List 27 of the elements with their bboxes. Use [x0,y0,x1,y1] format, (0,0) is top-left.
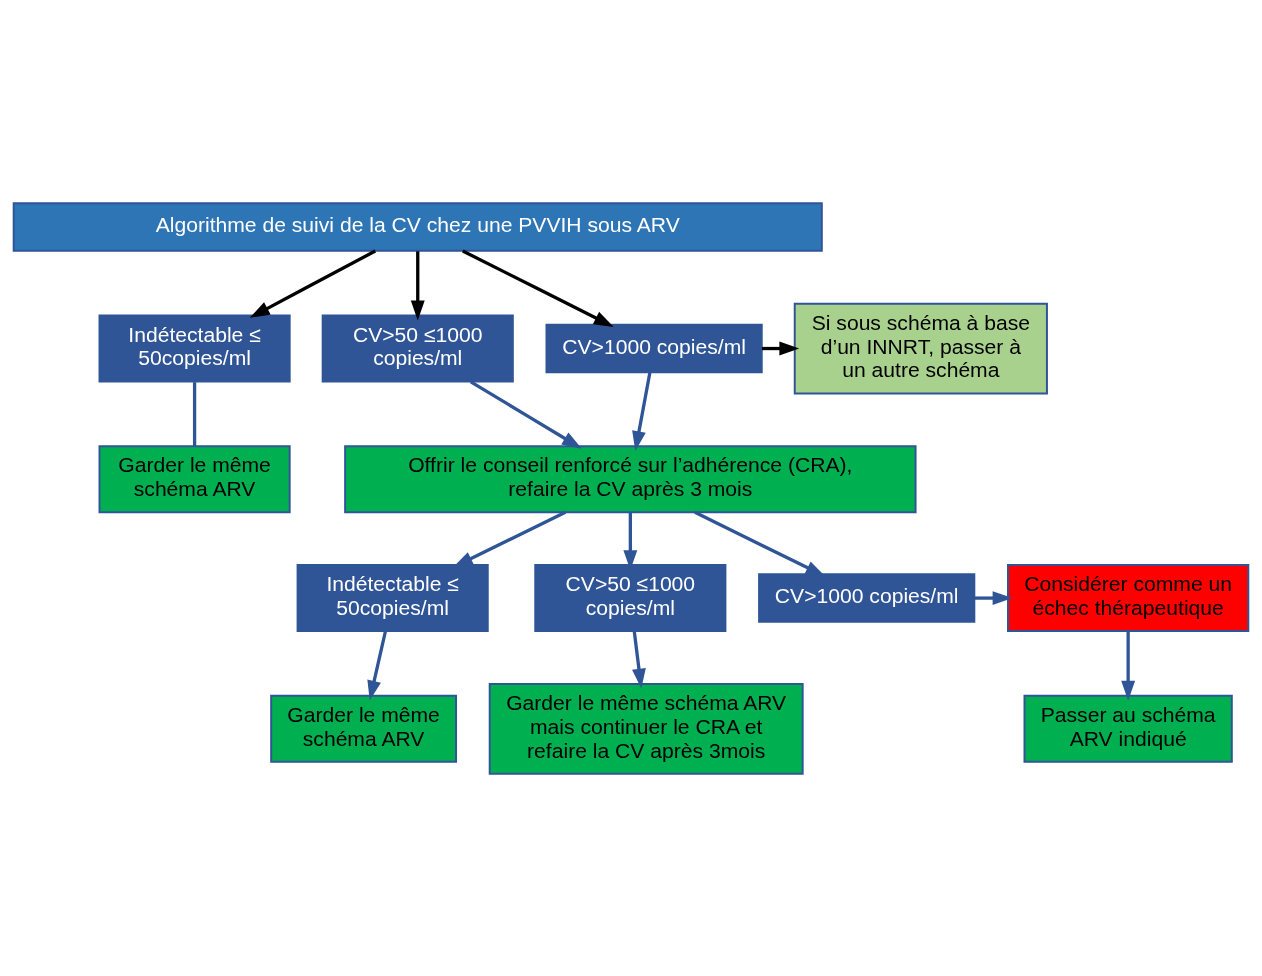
arrow [632,631,646,689]
connector [192,381,197,446]
node-box: CV>50 ≤1000 copies/ml [321,314,514,383]
arrow [462,249,614,327]
node-box: Offrir le conseil renforcé sur l’adhérence (CRA), refaire la CV après 3 mois [344,444,917,513]
node-box: CV>1000 copies/ml [758,572,976,623]
arrow [694,510,826,576]
node-box: Indétectable ≤ 50copies/ml [296,563,489,632]
node-box: Considérer comme un échec thérapeutique [1007,563,1250,632]
node-box: Si sous schéma à base d’un INNRT, passer à un autre schéma [793,302,1048,394]
arrow [761,341,800,355]
arrow [1121,631,1136,701]
arrow [410,250,425,320]
node-box: Garder le même schéma ARV [98,444,291,513]
arrow [453,510,567,567]
node-box: Indétectable ≤ 50copies/ml [98,314,291,383]
arrow [249,249,376,318]
arrow [367,630,387,700]
arrow [632,371,652,451]
node-box: Passer au schéma ARV indiqué [1023,694,1233,763]
arrow [470,379,582,449]
arrow [974,590,1013,605]
node-box: CV>1000 copies/ml [545,323,763,373]
node-box: Garder le même schéma ARV mais continuer le CRA et refaire la CV après 3mois [488,682,804,775]
node-box: CV>50 ≤1000 copies/ml [534,563,727,632]
node-box: Algorithme de suivi de la CV chez une PVVIH sous ARV [12,201,823,252]
node-box: Garder le même schéma ARV [270,694,458,763]
